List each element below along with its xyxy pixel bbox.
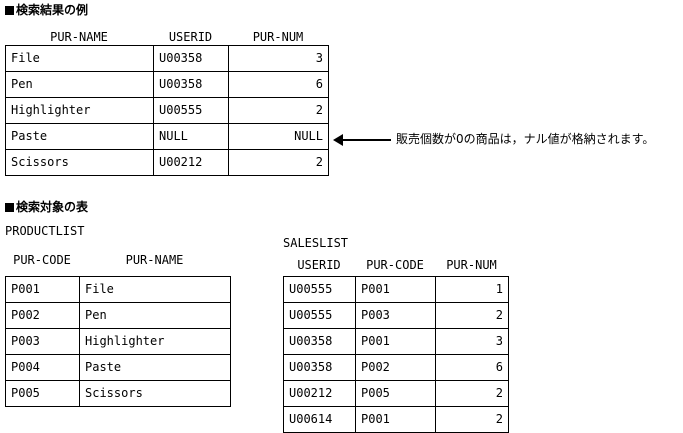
cell-pur-num: 2 (435, 380, 509, 407)
result-col-header-pur-name: PUR-NAME (50, 30, 108, 44)
cell-pur-num: 6 (435, 354, 509, 381)
cell-pur-name: Highlighter (5, 97, 154, 124)
table-row: U00614 P001 2 (283, 406, 509, 433)
source-section-heading: 検索対象の表 (5, 200, 88, 214)
cell-pur-num: 2 (435, 302, 509, 329)
annotation-arrow (333, 134, 391, 146)
saleslist-table: U00555 P001 1 U00555 P003 2 U00358 P001 … (283, 276, 509, 433)
saleslist-col-header-pur-num: PUR-NUM (446, 258, 497, 272)
cell-pur-num: 2 (228, 149, 329, 176)
table-row: P004 Paste (5, 354, 231, 381)
cell-pur-num: 3 (228, 45, 329, 72)
cell-pur-code: P003 (355, 302, 436, 329)
table-row: Pen U00358 6 (5, 71, 329, 98)
cell-pur-name: File (5, 45, 154, 72)
cell-pur-name: Pen (5, 71, 154, 98)
cell-pur-code: P004 (5, 354, 80, 381)
cell-userid: U00358 (283, 354, 356, 381)
cell-pur-code: P001 (355, 328, 436, 355)
productlist-col-header-pur-name: PUR-NAME (125, 253, 184, 267)
saleslist-col-header-pur-code: PUR-CODE (366, 258, 424, 272)
cell-pur-code: P001 (355, 406, 436, 433)
table-row: P002 Pen (5, 302, 231, 329)
cell-pur-num: NULL (228, 123, 329, 150)
table-row: Highlighter U00555 2 (5, 97, 329, 124)
table-row: Paste NULL NULL (5, 123, 329, 150)
source-section-heading-text: 検索対象の表 (16, 200, 89, 214)
bullet-square-icon (5, 6, 14, 15)
cell-userid: U00358 (283, 328, 356, 355)
table-row: File U00358 3 (5, 45, 329, 72)
cell-pur-name: Paste (79, 354, 231, 381)
cell-pur-code: P003 (5, 328, 80, 355)
table-row: U00358 P001 3 (283, 328, 509, 355)
table-row: P003 Highlighter (5, 328, 231, 355)
annotation-text: 販売個数が0の商品は，ナル値が格納されます。 (396, 132, 655, 146)
cell-pur-name: Pen (79, 302, 231, 329)
cell-pur-num: 2 (228, 97, 329, 124)
result-section-heading: 検索結果の例 (5, 3, 88, 17)
cell-pur-name: Scissors (5, 149, 154, 176)
cell-pur-num: 3 (435, 328, 509, 355)
result-table: File U00358 3 Pen U00358 6 Highlighter U… (5, 45, 329, 176)
cell-pur-name: Paste (5, 123, 154, 150)
cell-pur-code: P002 (5, 302, 80, 329)
arrow-line (342, 139, 391, 141)
table-row: U00212 P005 2 (283, 380, 509, 407)
table-row: U00555 P003 2 (283, 302, 509, 329)
result-col-header-pur-num: PUR-NUM (252, 30, 304, 44)
cell-userid: U00358 (153, 45, 229, 72)
cell-pur-code: P001 (355, 276, 436, 303)
arrow-head-icon (333, 134, 343, 146)
table-row: U00555 P001 1 (283, 276, 509, 303)
productlist-col-header-pur-code: PUR-CODE (13, 253, 71, 267)
cell-pur-num: 1 (435, 276, 509, 303)
cell-pur-code: P005 (355, 380, 436, 407)
cell-userid: U00212 (153, 149, 229, 176)
cell-pur-name: Highlighter (79, 328, 231, 355)
cell-userid: U00555 (153, 97, 229, 124)
cell-pur-code: P001 (5, 276, 80, 303)
cell-userid: U00212 (283, 380, 356, 407)
cell-pur-name: File (79, 276, 231, 303)
cell-userid: U00555 (283, 276, 356, 303)
cell-pur-code: P005 (5, 380, 80, 407)
table-row: U00358 P002 6 (283, 354, 509, 381)
table-row: P005 Scissors (5, 380, 231, 407)
cell-userid: NULL (153, 123, 229, 150)
table-row: P001 File (5, 276, 231, 303)
cell-userid: U00614 (283, 406, 356, 433)
result-section-heading-text: 検索結果の例 (16, 3, 89, 17)
cell-pur-num: 6 (228, 71, 329, 98)
saleslist-caption: SALESLIST (283, 236, 349, 250)
result-col-header-userid: USERID (168, 30, 213, 44)
productlist-table: P001 File P002 Pen P003 Highlighter P004… (5, 276, 231, 407)
productlist-caption: PRODUCTLIST (5, 224, 85, 238)
cell-pur-num: 2 (435, 406, 509, 433)
table-row: Scissors U00212 2 (5, 149, 329, 176)
cell-userid: U00358 (153, 71, 229, 98)
cell-pur-code: P002 (355, 354, 436, 381)
saleslist-col-header-userid: USERID (297, 258, 341, 272)
cell-pur-name: Scissors (79, 380, 231, 407)
cell-userid: U00555 (283, 302, 356, 329)
bullet-square-icon (5, 203, 14, 212)
